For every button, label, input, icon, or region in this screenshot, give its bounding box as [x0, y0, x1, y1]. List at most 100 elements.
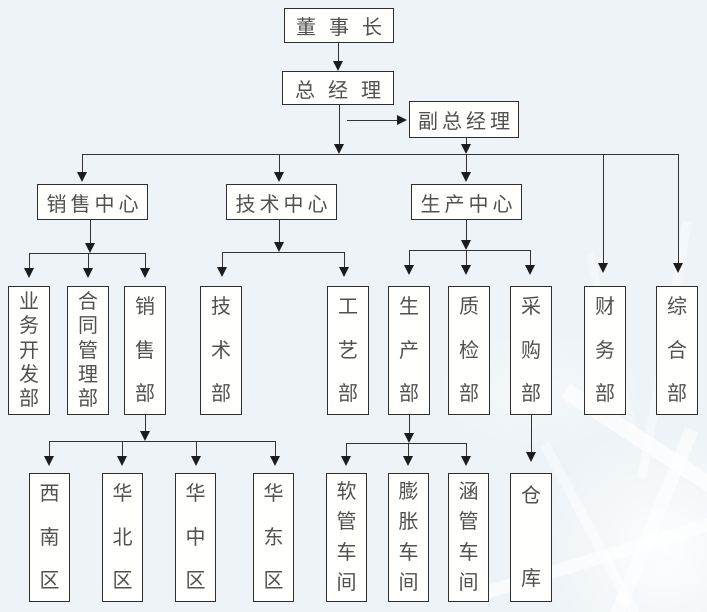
node-label-char: 车 [458, 541, 479, 564]
connector [279, 155, 280, 172]
node-label: 董事长 [296, 17, 395, 39]
node-sales-dept: 销售部 [124, 286, 166, 415]
node-label-char: 部 [459, 383, 479, 405]
connector [678, 155, 679, 263]
node-label-char: 间 [458, 571, 479, 594]
node-label-char: 管 [458, 511, 479, 534]
node-north-china-region: 华北区 [102, 473, 143, 602]
connector [88, 254, 89, 268]
arrow-down-icon [83, 268, 93, 278]
connector [338, 43, 339, 61]
node-label-char: 术 [211, 339, 231, 362]
arrow-down-icon [77, 172, 87, 182]
connector [409, 251, 410, 265]
node-label-char: 区 [185, 570, 206, 592]
node-label-char: 车 [398, 541, 419, 564]
node-label-char: 业 [19, 291, 39, 313]
connector [466, 220, 467, 240]
node-label-char: 部 [135, 383, 155, 405]
node-label-char: 库 [521, 568, 541, 590]
node-east-china-region: 华东区 [253, 473, 294, 602]
node-label-char: 华 [112, 483, 133, 505]
node-label-char: 部 [78, 388, 98, 410]
node-label-char: 售 [135, 339, 155, 362]
node-label-char: 华 [185, 483, 206, 505]
arrow-down-icon [117, 456, 127, 466]
arrow-down-icon [274, 172, 284, 182]
node-label-char: 管 [336, 511, 357, 534]
connector [466, 251, 467, 265]
node-label-char: 部 [521, 383, 541, 405]
connector [346, 444, 347, 456]
arrow-down-icon [461, 240, 471, 250]
node-finance-dept: 财务部 [584, 286, 626, 415]
node-central-china-region: 华中区 [175, 473, 216, 602]
node-label-char: 膨 [398, 481, 419, 503]
node-label-char: 华 [263, 483, 284, 505]
node-culvert-workshop: 涵管车间 [448, 473, 489, 602]
node-contract-mgmt-dept: 合同管理部 [67, 286, 109, 415]
node-label-char: 务 [19, 315, 39, 338]
arrow-down-icon [403, 456, 413, 466]
connector [279, 220, 280, 242]
node-label-char: 务 [595, 339, 615, 362]
arrow-down-icon [270, 456, 280, 466]
connector [530, 251, 531, 265]
connector [339, 105, 340, 144]
node-sales-center: 销售中心 [37, 184, 148, 220]
node-label-char: 工 [338, 296, 358, 318]
node-southwest-region: 西南区 [29, 473, 70, 602]
node-label-char: 销 [135, 296, 155, 318]
arrow-down-icon [24, 268, 34, 278]
connector [49, 441, 276, 442]
node-label-char: 仓 [521, 485, 541, 507]
node-label-char: 胀 [398, 511, 419, 534]
node-label-char: 检 [459, 339, 479, 362]
node-label-char: 东 [263, 526, 284, 549]
connector [145, 254, 146, 268]
node-label-char: 技 [211, 296, 231, 318]
connector [466, 155, 467, 172]
connector [347, 120, 397, 121]
node-production-dept: 生产部 [388, 286, 430, 415]
connector [145, 415, 146, 431]
connector [409, 250, 531, 251]
node-label: 生产中心 [420, 193, 517, 216]
node-label-char: 部 [399, 383, 419, 405]
node-label-char: 理 [78, 363, 98, 386]
arrow-down-icon [526, 452, 536, 462]
arrow-down-icon [334, 144, 344, 154]
connector [222, 252, 345, 253]
node-label-char: 质 [459, 296, 479, 318]
node-label-char: 间 [398, 571, 419, 594]
node-label-char: 部 [338, 383, 358, 405]
connector [29, 254, 30, 268]
node-chairman: 董事长 [284, 8, 394, 43]
connector [82, 154, 679, 155]
arrow-down-icon [404, 265, 414, 275]
arrow-down-icon [525, 265, 535, 275]
arrow-down-icon [140, 431, 150, 441]
connector [196, 442, 197, 456]
node-tech-dept: 技术部 [200, 286, 242, 415]
node-label: 技术中心 [235, 193, 332, 216]
arrow-down-icon [191, 456, 201, 466]
node-general-manager: 总经理 [282, 71, 394, 105]
node-expansion-workshop: 膨胀车间 [388, 473, 429, 602]
arrow-down-icon [461, 265, 471, 275]
arrow-down-icon [404, 433, 414, 443]
arrow-down-icon [140, 268, 150, 278]
node-label-char: 开 [19, 339, 39, 362]
node-label-char: 购 [521, 339, 541, 362]
node-hose-workshop: 软管车间 [326, 473, 367, 602]
node-label-char: 同 [78, 315, 98, 338]
node-purchasing-dept: 采购部 [510, 286, 552, 415]
arrow-down-icon [461, 456, 471, 466]
connector [466, 444, 467, 456]
node-label-char: 区 [263, 570, 284, 592]
connector [222, 253, 223, 267]
node-label-char: 软 [336, 481, 357, 503]
connector [49, 442, 50, 456]
background-decoration [587, 426, 699, 612]
node-label-char: 北 [112, 526, 133, 549]
